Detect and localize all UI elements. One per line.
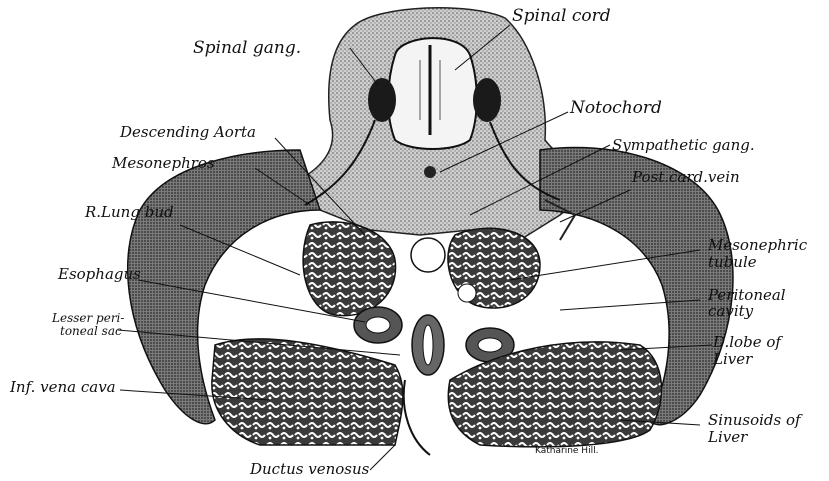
label-mesonephric-tubule-line1: Mesonephric — [708, 238, 807, 253]
label-mesonephric-tubule-line2: tubule — [708, 255, 757, 270]
spinal-cord-shape — [388, 38, 477, 149]
label-sympathetic-gang: Sympathetic gang. — [612, 138, 755, 153]
right-spinal-ganglion — [473, 78, 501, 122]
label-sinusoids-of-liver-line1: Sinusoids of — [708, 413, 801, 428]
label-post-card-vein: Post.card.vein — [632, 170, 740, 185]
left-spinal-ganglion — [368, 78, 396, 122]
label-spinal-gang: Spinal gang. — [193, 40, 301, 57]
label-d-lobe-of-liver-line1: D.lobe of — [713, 335, 781, 350]
label-peritoneal-cavity-line1: Peritoneal — [708, 288, 786, 303]
label-spinal-cord: Spinal cord — [512, 8, 611, 25]
artist-signature: Katharine Hill. — [535, 447, 598, 456]
label-d-lobe-of-liver-line2: Liver — [713, 352, 752, 367]
label-r-lung-bud: R.Lung bud — [85, 205, 174, 220]
label-notochord: Notochord — [570, 100, 662, 117]
label-lesser-peritoneal-sac-line2: toneal sac — [60, 325, 122, 338]
label-descending-aorta: Descending Aorta — [120, 125, 256, 140]
right-liver-lobe — [212, 339, 403, 445]
label-lesser-peritoneal-sac-line1: Lesser peri- — [52, 312, 124, 325]
left-mesonephros — [303, 222, 395, 316]
label-ductus-venosus: Ductus venosus — [250, 462, 369, 477]
notochord-shape — [424, 166, 436, 178]
aorta-shape — [411, 238, 445, 272]
label-sinusoids-of-liver-line2: Liver — [708, 430, 747, 445]
label-esophagus: Esophagus — [58, 267, 141, 282]
label-inf-vena-cava: Inf. vena cava — [10, 380, 116, 395]
label-mesonephros: Mesonephros — [112, 156, 215, 171]
label-peritoneal-cavity-line2: cavity — [708, 304, 753, 319]
